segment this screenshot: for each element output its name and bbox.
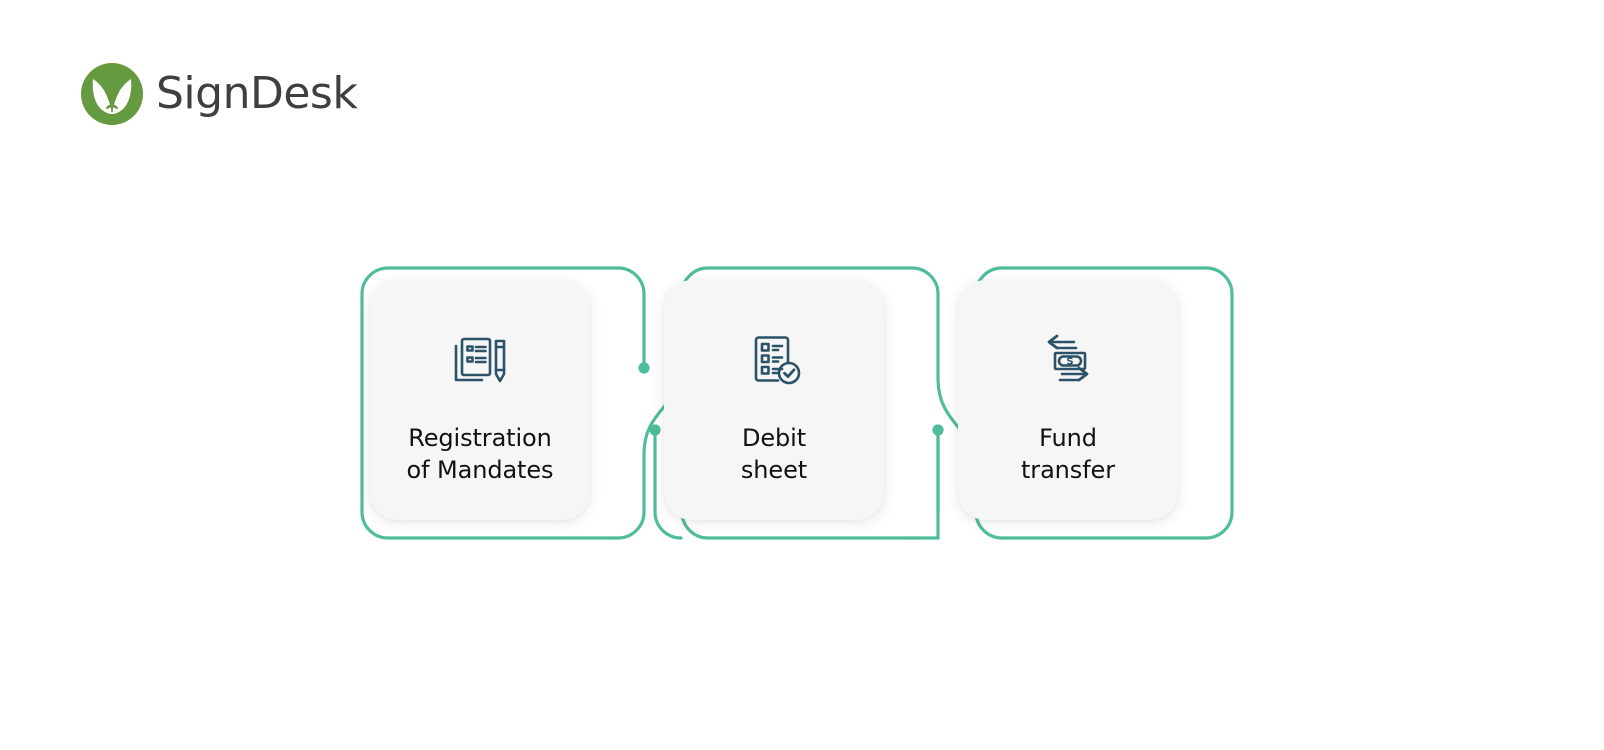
- flow-card-registration-of-mandates[interactable]: Registration of Mandates: [370, 280, 590, 520]
- connector-dot-2b: [932, 424, 944, 436]
- brand-logo: SignDesk: [80, 62, 358, 126]
- document-with-pencil-icon: [454, 337, 506, 383]
- connector-dot-1b: [649, 424, 661, 436]
- card-1-edge-right-top: [616, 266, 646, 369]
- signdesk-logo-icon: [81, 63, 143, 125]
- checklist-verified-icon: [754, 336, 801, 385]
- flow-card-fund-transfer[interactable]: S Fund transfer: [958, 280, 1178, 520]
- money-transfer-arrows-icon: S: [1047, 334, 1089, 382]
- flow-card-label: Registration of Mandates: [406, 424, 554, 485]
- svg-text:S: S: [1066, 357, 1073, 368]
- flow-card-label: Debit sheet: [740, 424, 808, 485]
- card-3-outline-right: [1204, 266, 1234, 540]
- connector-dot-1a: [638, 362, 650, 374]
- process-flow-diagram: Registration of Mandates De: [352, 258, 1234, 548]
- brand-wordmark: SignDesk: [156, 68, 358, 119]
- flow-card-label: Fund transfer: [1021, 424, 1115, 485]
- flow-card-debit-sheet[interactable]: Debit sheet: [664, 280, 884, 520]
